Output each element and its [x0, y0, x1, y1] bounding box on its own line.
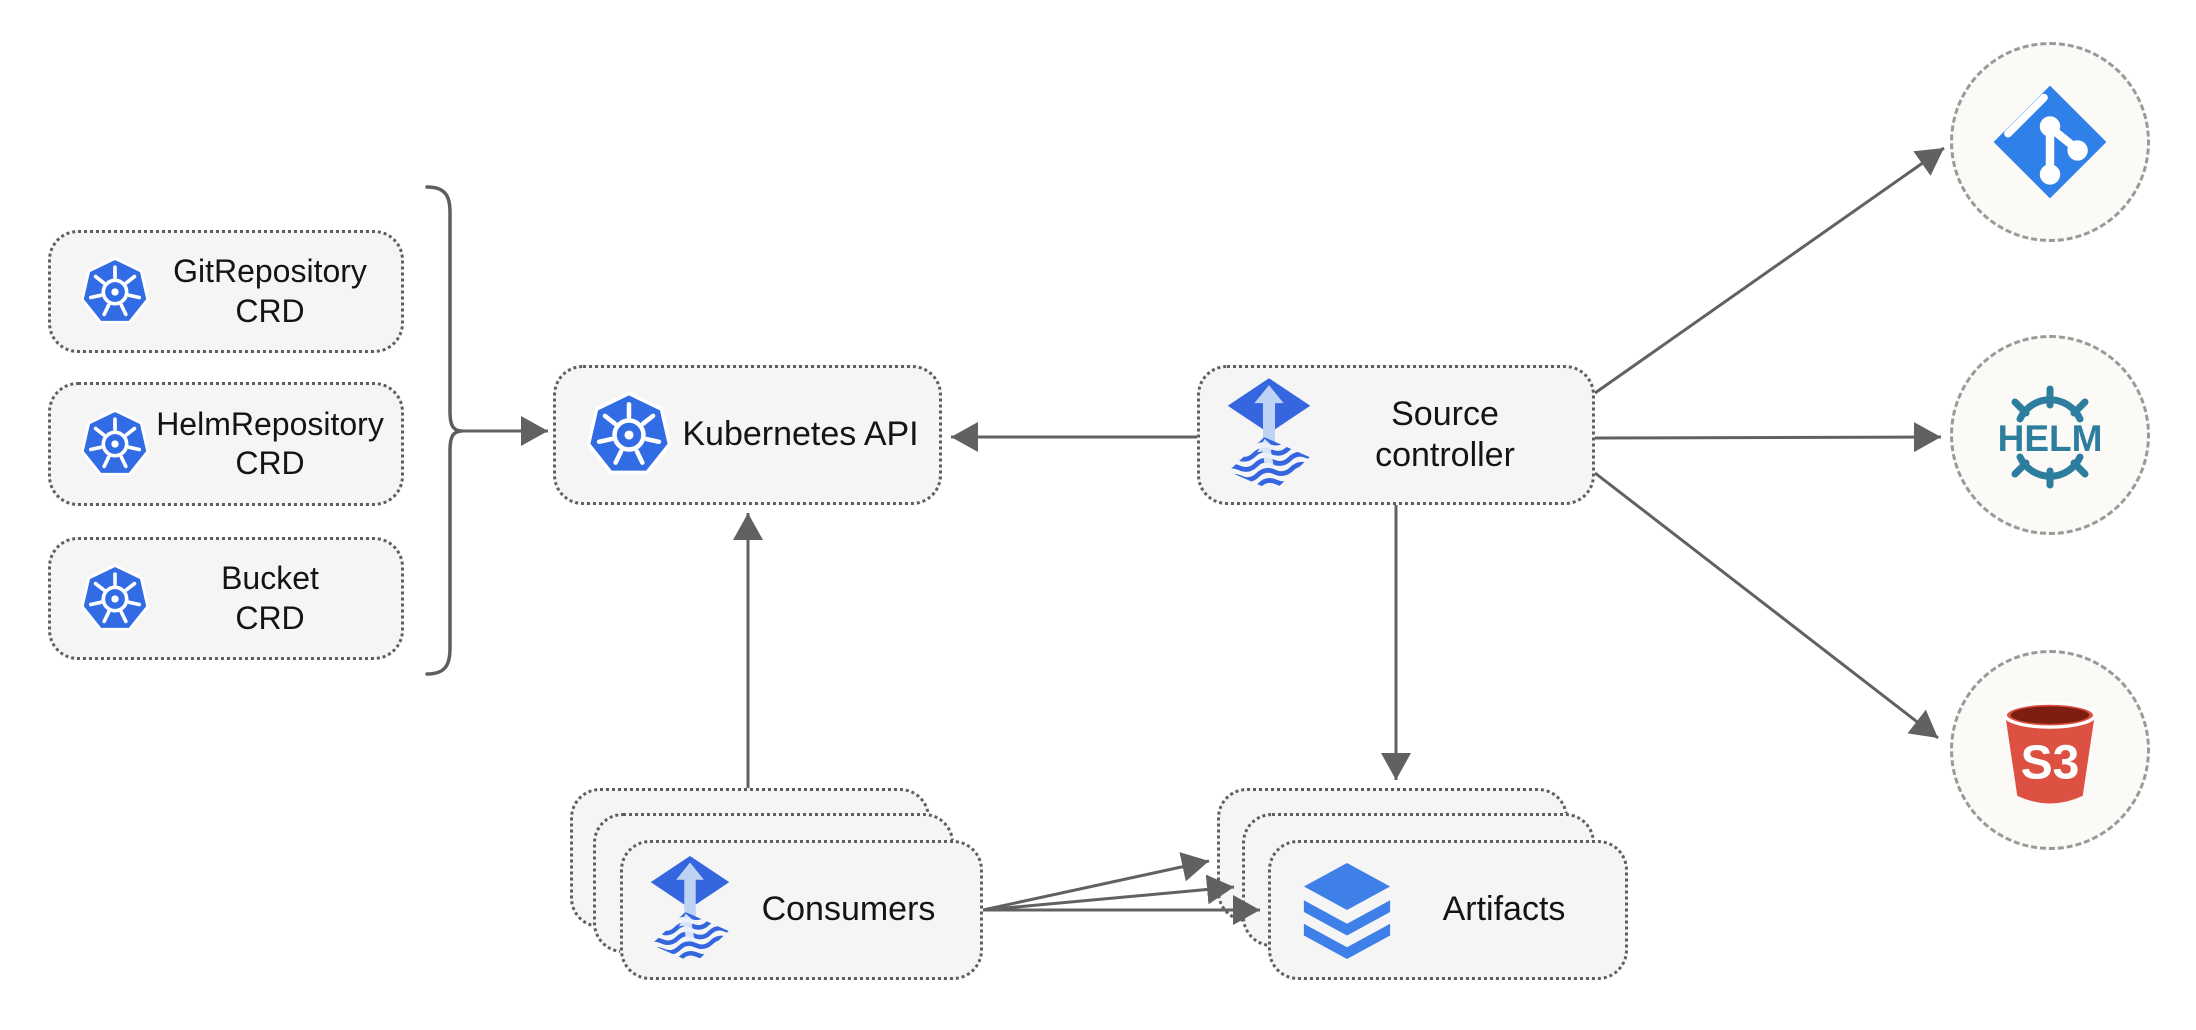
kubernetes-icon	[77, 561, 153, 637]
node-label: Artifacts	[1442, 890, 1566, 929]
node-consumers: Consumers	[620, 840, 983, 980]
node-label: Kubernetes API	[682, 415, 919, 454]
flux-icon	[649, 856, 731, 964]
node-label: GitRepository CRD	[173, 253, 367, 329]
arrow-consumers-to-artifacts-mid	[982, 874, 1235, 912]
svg-text:S3: S3	[2021, 736, 2080, 789]
layers-icon	[1297, 861, 1397, 959]
flux-icon	[1226, 378, 1312, 492]
node-helmrepository-crd: HelmRepository CRD	[48, 382, 404, 506]
arrow-source-to-s3	[1594, 471, 1939, 740]
node-label: Source controller	[1375, 394, 1515, 474]
helm-icon: HELM	[1984, 379, 2116, 491]
node-label: Consumers	[761, 890, 936, 929]
node-label: Bucket CRD	[221, 560, 319, 636]
s3-bucket-icon: S3	[1992, 690, 2108, 810]
node-source-controller: Source controller	[1197, 365, 1595, 505]
kubernetes-icon	[77, 406, 153, 482]
arrow-source-to-helm	[1594, 422, 1942, 453]
arrow-consumers-to-artifacts-back	[982, 852, 1210, 912]
crd-group-bracket	[425, 185, 463, 676]
git-icon	[1990, 82, 2110, 202]
external-git-node	[1950, 42, 2150, 242]
node-artifacts: Artifacts	[1268, 840, 1628, 980]
external-s3-node: S3	[1950, 650, 2150, 850]
node-kubernetes-api: Kubernetes API	[553, 365, 942, 505]
node-label: HelmRepository CRD	[156, 405, 384, 481]
svg-text:HELM: HELM	[1998, 418, 2103, 459]
kubernetes-icon	[582, 388, 676, 482]
arrow-source-to-git	[1594, 146, 1945, 395]
external-helm-node: HELM	[1950, 335, 2150, 535]
node-bucket-crd: Bucket CRD	[48, 537, 404, 660]
kubernetes-icon	[77, 254, 153, 330]
node-gitrepository-crd: GitRepository CRD	[48, 230, 404, 353]
